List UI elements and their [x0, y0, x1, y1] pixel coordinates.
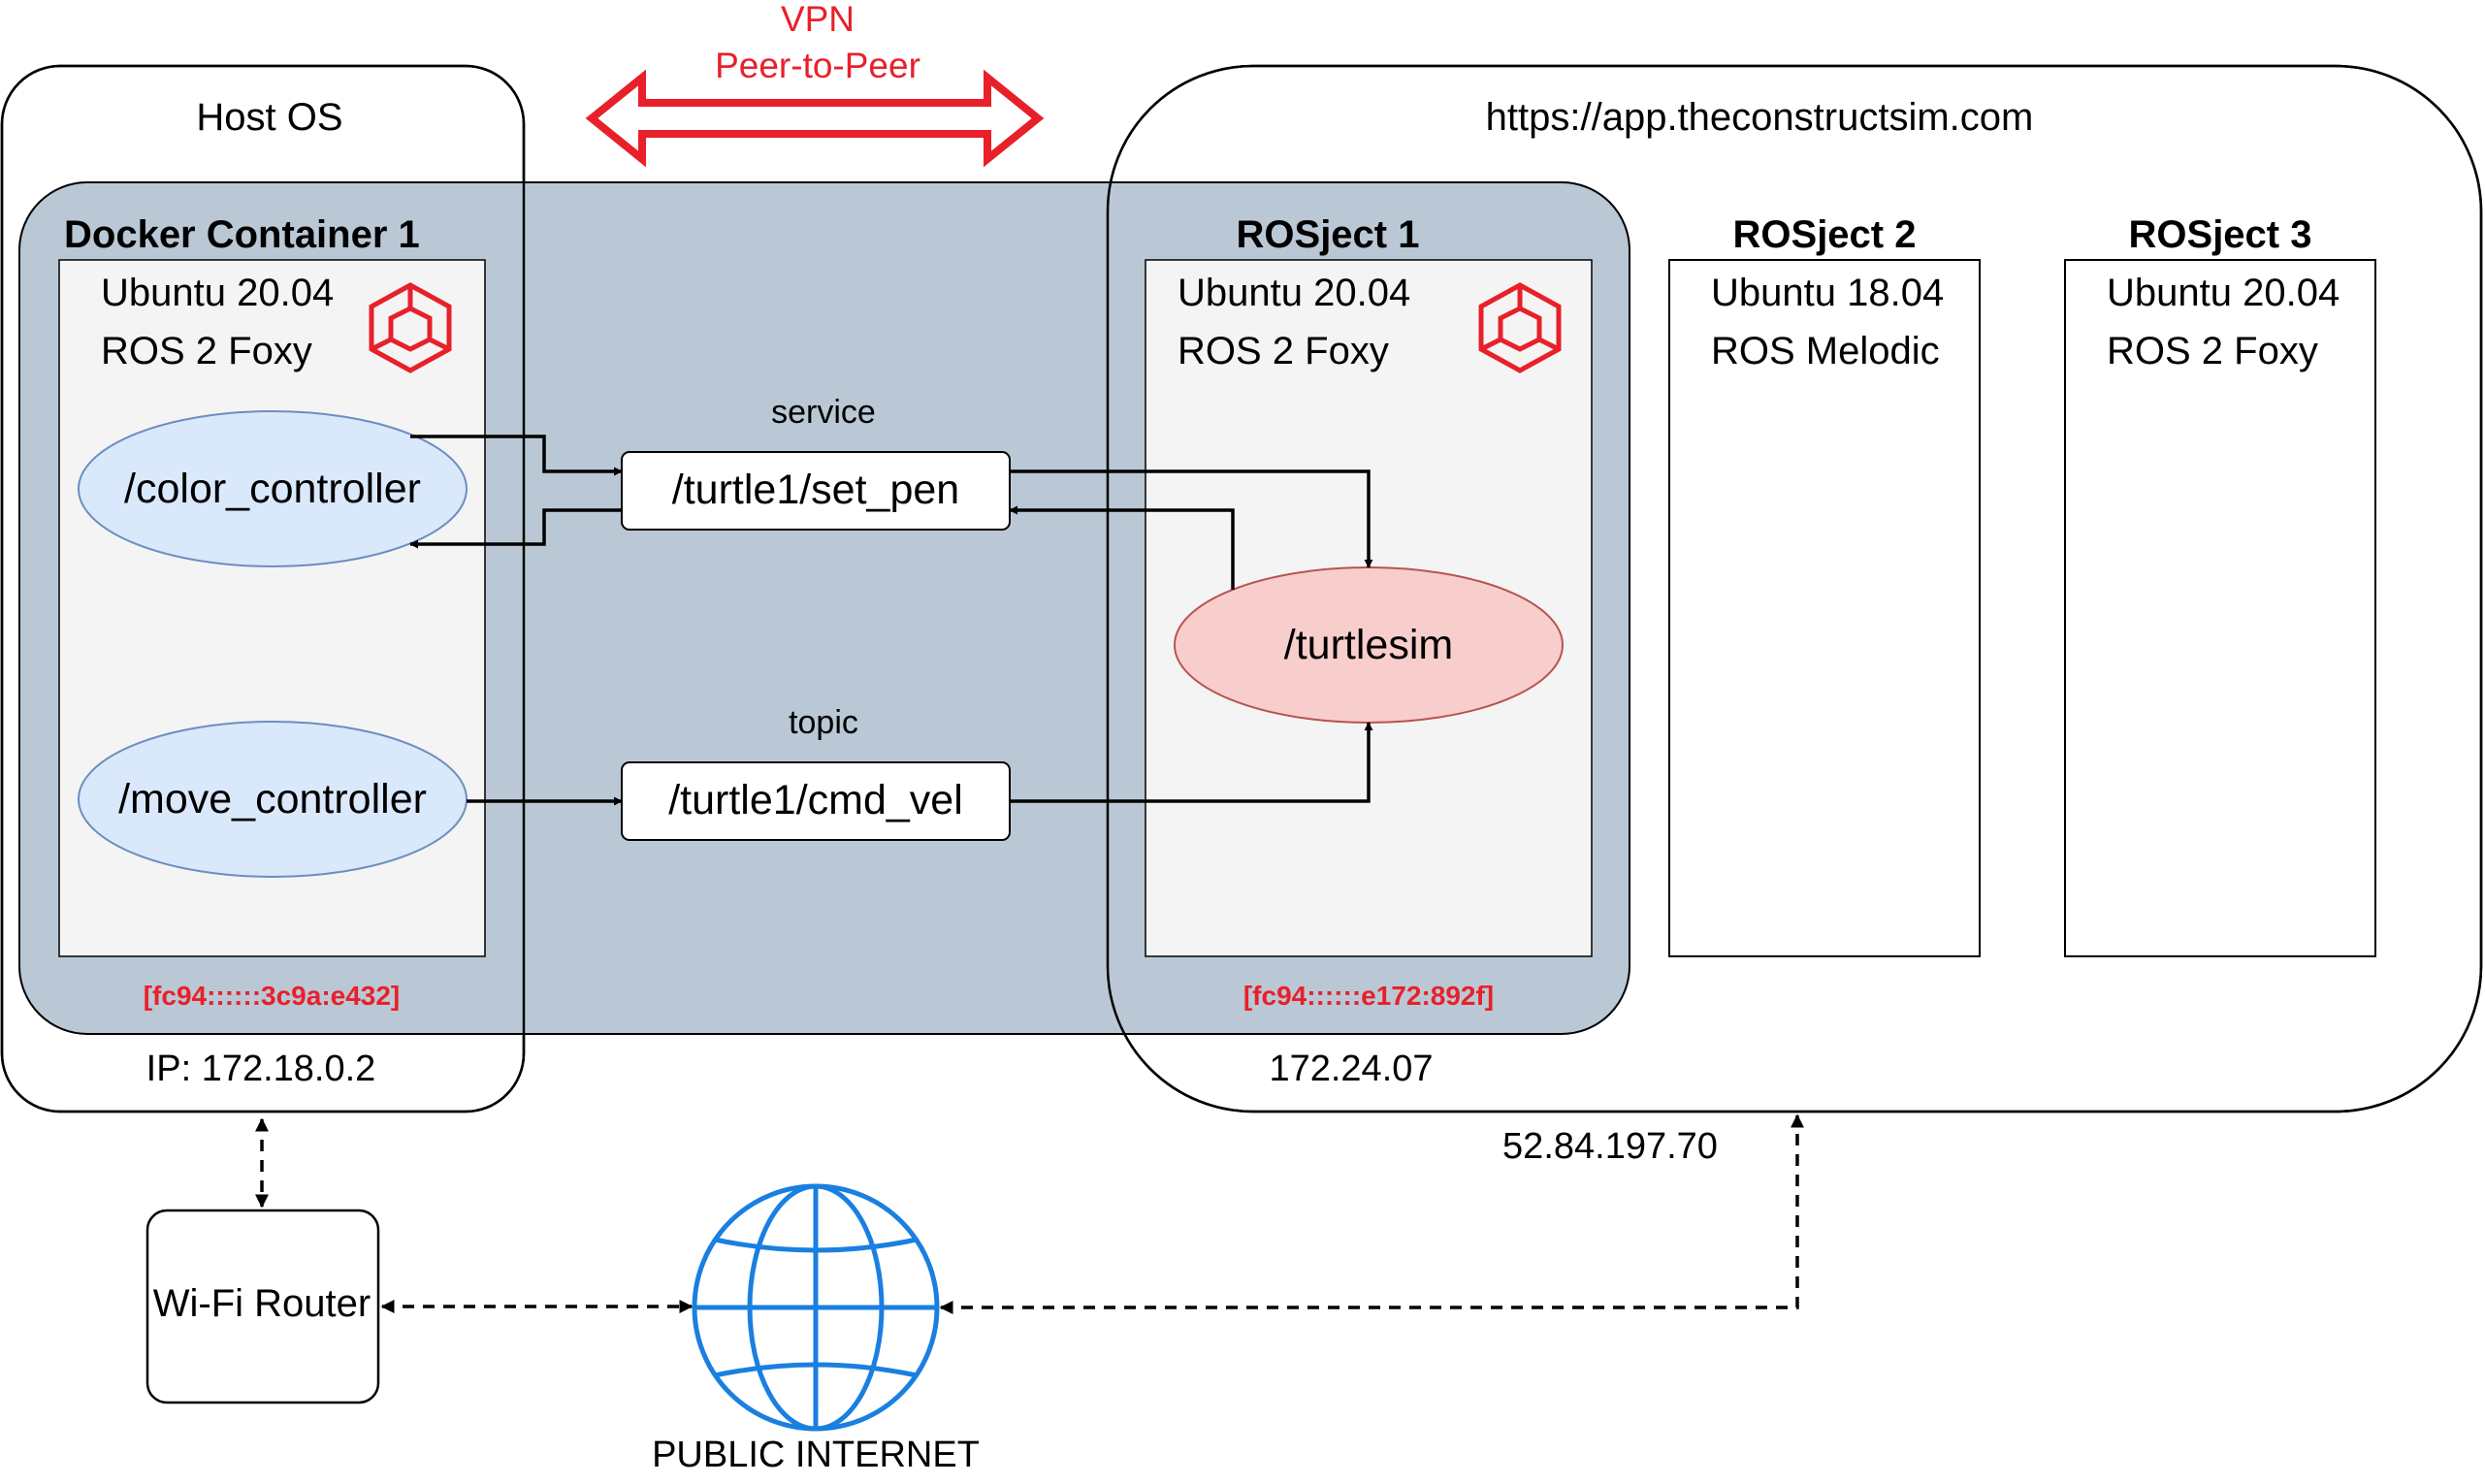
turtlesim-label: /turtlesim [1284, 622, 1453, 668]
docker-os: Ubuntu 20.04 [101, 272, 334, 314]
host-os-border [0, 64, 526, 1113]
color-controller-label: /color_controller [124, 466, 421, 512]
wifi-router-box[interactable] [145, 1209, 380, 1404]
vpn-label: VPN [781, 0, 855, 39]
public-ip: 52.84.197.70 [1502, 1126, 1718, 1167]
docker-ipv6: [fc94::::::3c9a:e432] [144, 981, 401, 1011]
cloud-border [1106, 64, 2483, 1113]
internet-cloud-link [939, 1113, 1804, 1314]
rosject3-panel [2064, 259, 2376, 957]
rosject3-title: ROSject 3 [2129, 213, 2312, 256]
rosject2-ros: ROS Melodic [1711, 330, 1940, 372]
vpn-double-arrow-icon [585, 69, 1045, 168]
cloud-ip: 172.24.07 [1269, 1048, 1433, 1089]
rosject1-ipv6: [fc94::::::e172:892f] [1243, 981, 1494, 1011]
rosject2-os: Ubuntu 18.04 [1711, 272, 1944, 314]
color-controller-node[interactable] [78, 410, 468, 567]
rosject2-panel [1668, 259, 1981, 957]
move-controller-label: /move_controller [118, 776, 427, 823]
turtlesim-to-service-arrow [1009, 505, 1235, 590]
rosject1-ros: ROS 2 Foxy [1178, 330, 1389, 372]
service-to-turtlesim-arrow [1010, 469, 1373, 568]
topic-to-turtlesim-arrow [1010, 722, 1373, 803]
docker-ros: ROS 2 Foxy [101, 330, 312, 372]
move-controller-node[interactable] [78, 721, 468, 878]
topic-label: topic [789, 704, 858, 741]
service-box[interactable] [621, 451, 1011, 531]
rosject1-os: Ubuntu 20.04 [1178, 272, 1410, 314]
color-to-service-arrow [410, 435, 623, 476]
internet-label: PUBLIC INTERNET [652, 1435, 980, 1475]
rosject1-title: ROSject 1 [1237, 213, 1420, 256]
host-os-label: Host OS [196, 96, 342, 139]
ros-cube-icon [369, 282, 452, 373]
cloud-url-label: https://app.theconstructsim.com [1486, 96, 2034, 139]
network-links [255, 1113, 1804, 1314]
rosject3-os: Ubuntu 20.04 [2107, 272, 2340, 314]
rosject3-ros: ROS 2 Foxy [2107, 330, 2318, 372]
docker-title: Docker Container 1 [64, 213, 420, 256]
vpn-type-label: Peer-to-Peer [715, 46, 920, 85]
service-to-color-arrow [409, 508, 622, 549]
ros-cube-icon [1478, 282, 1562, 373]
service-label: service [771, 394, 876, 431]
rosject2-title: ROSject 2 [1733, 213, 1917, 256]
service-name: /turtle1/set_pen [672, 467, 959, 513]
ros-connectors [409, 435, 1373, 806]
host-ip: IP: 172.18.0.2 [146, 1048, 376, 1089]
wifi-router-label: Wi-Fi Router [153, 1282, 371, 1325]
globe-icon [692, 1183, 940, 1432]
topic-name: /turtle1/cmd_vel [668, 777, 963, 823]
